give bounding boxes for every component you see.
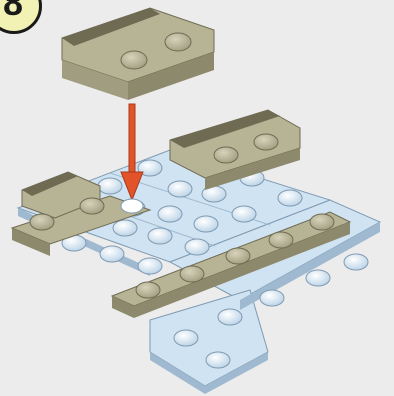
lego-stud bbox=[260, 290, 284, 306]
lego-stud bbox=[232, 206, 256, 222]
target-stud bbox=[121, 199, 143, 213]
lego-stud bbox=[180, 266, 204, 282]
tan-slope-brick-new bbox=[62, 8, 214, 100]
lego-stud bbox=[344, 254, 368, 270]
lego-stud bbox=[98, 178, 122, 194]
lego-stud bbox=[278, 190, 302, 206]
lego-stud bbox=[206, 352, 230, 368]
lego-stud bbox=[138, 258, 162, 274]
lego-stud bbox=[121, 51, 147, 69]
lego-stud bbox=[254, 134, 278, 150]
lego-stud bbox=[214, 147, 238, 163]
lego-stud bbox=[174, 330, 198, 346]
lego-stud bbox=[226, 248, 250, 264]
lego-stud bbox=[80, 198, 104, 214]
lego-stud bbox=[185, 239, 209, 255]
step-number: 8 bbox=[3, 0, 23, 21]
lego-stud bbox=[148, 228, 172, 244]
lego-stud bbox=[158, 206, 182, 222]
lego-stud bbox=[113, 220, 137, 236]
lego-stud bbox=[100, 246, 124, 262]
lego-stud bbox=[136, 282, 160, 298]
lego-stud bbox=[168, 181, 192, 197]
lego-stud bbox=[30, 214, 54, 230]
lego-stud bbox=[194, 216, 218, 232]
lego-stud bbox=[218, 309, 242, 325]
lego-stud bbox=[165, 33, 191, 51]
lego-stud bbox=[310, 214, 334, 230]
lego-stud bbox=[306, 270, 330, 286]
lego-stud bbox=[269, 232, 293, 248]
